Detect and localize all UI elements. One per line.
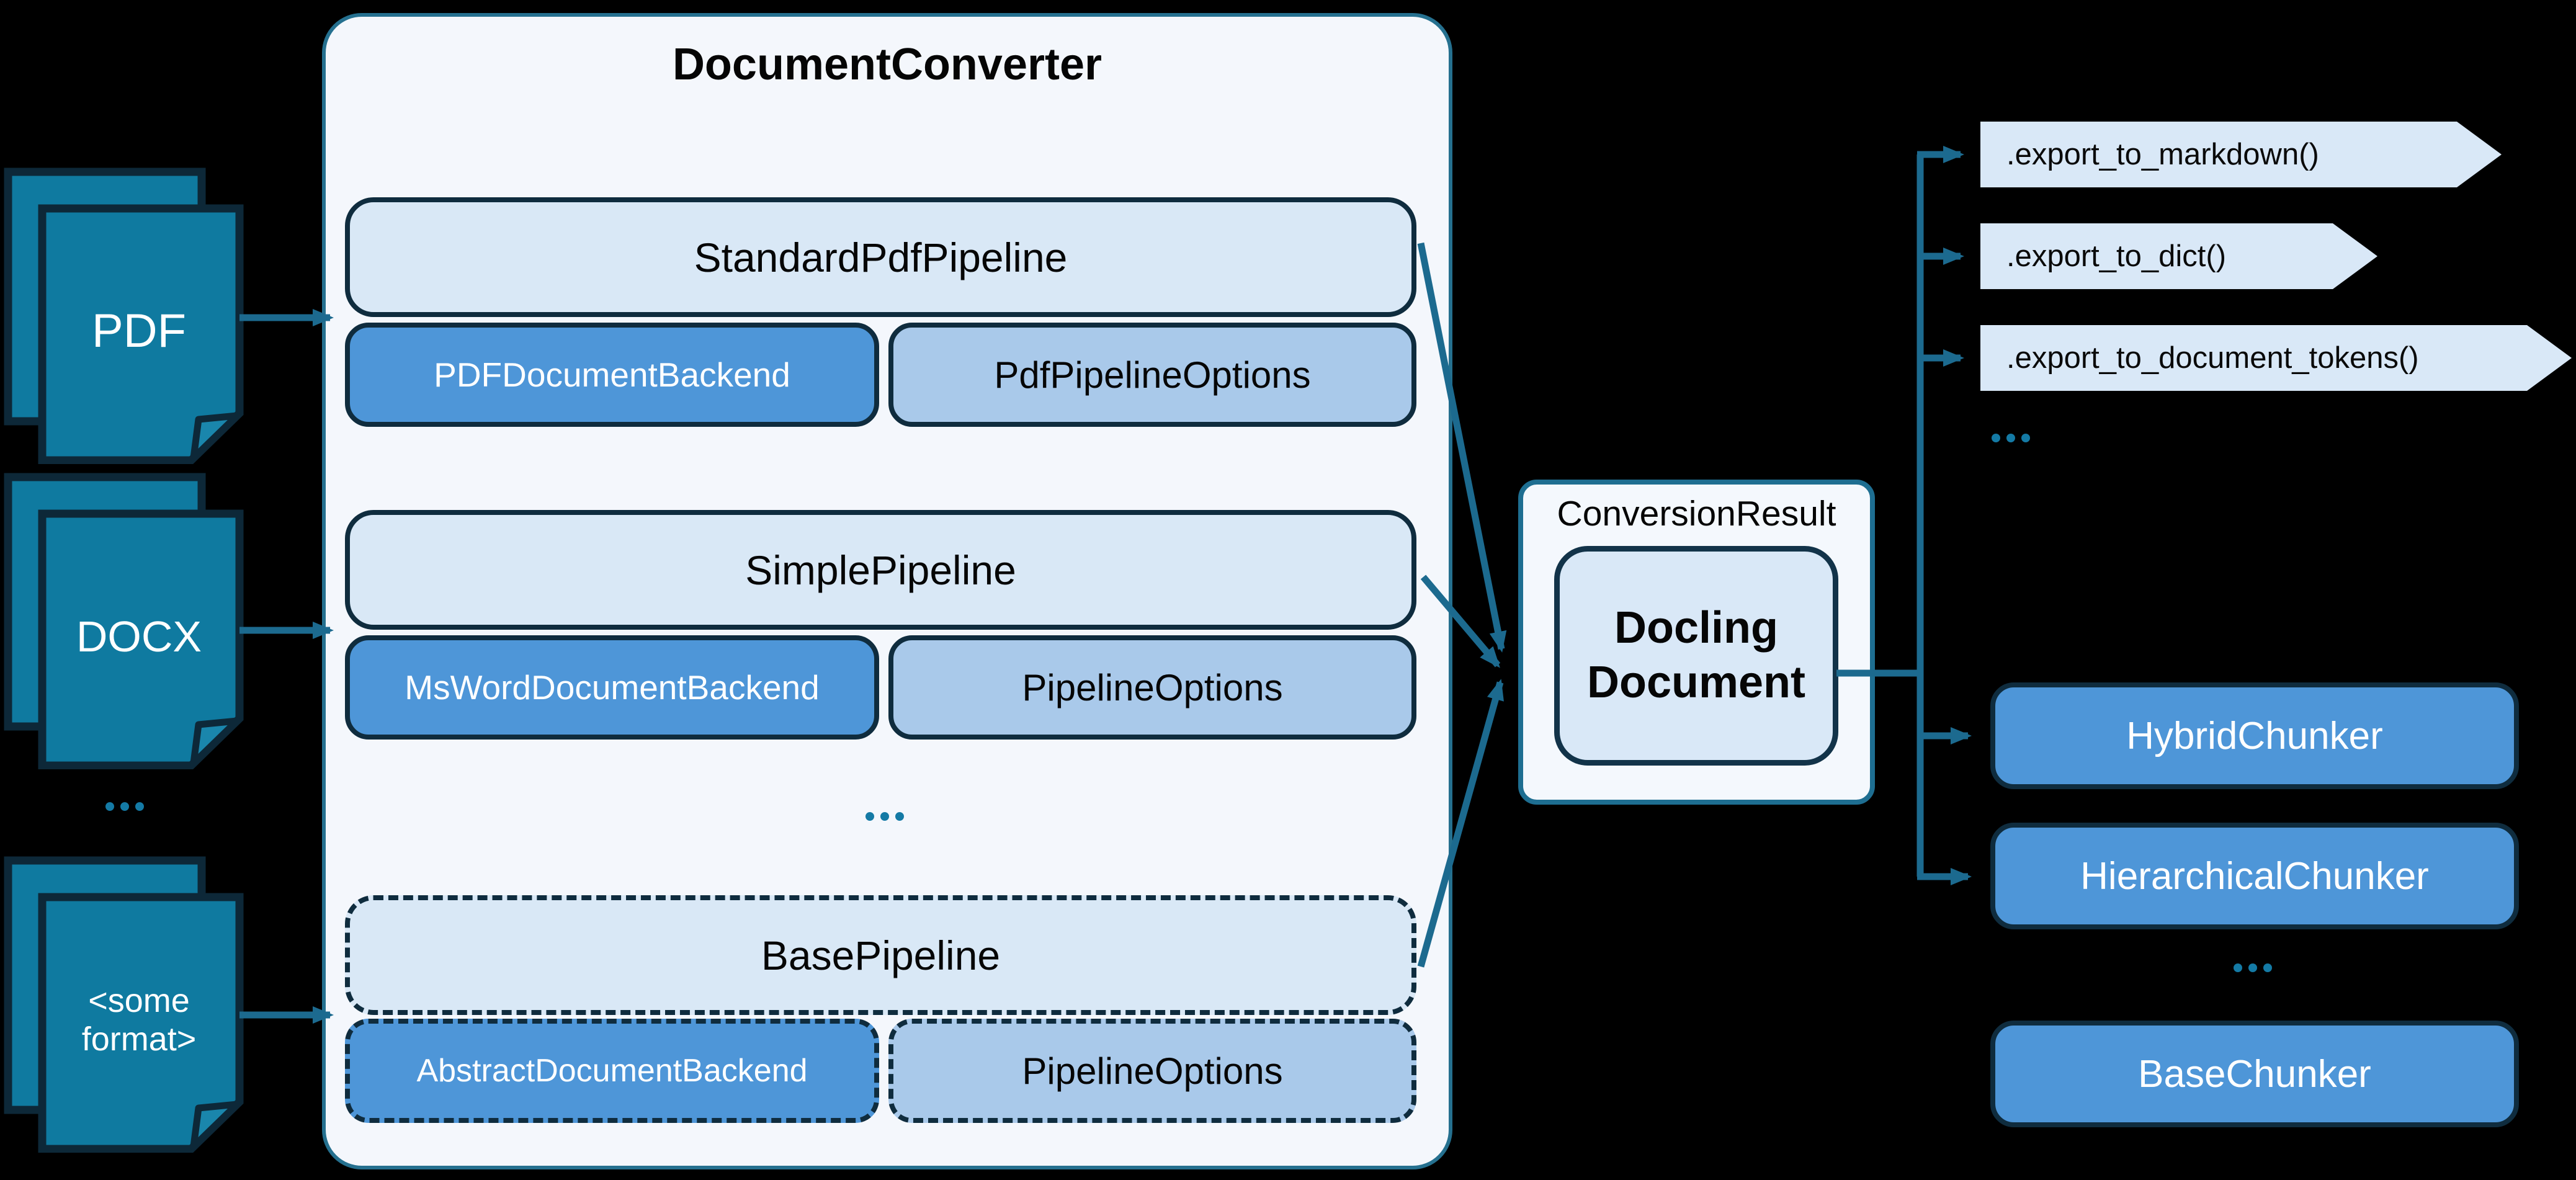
export-method-tag-markdown: .export_to_markdown() (1980, 122, 2502, 187)
dot (135, 802, 144, 811)
pipeline-box-standardpdfpipeline: StandardPdfPipeline (345, 197, 1416, 317)
dot (2234, 963, 2242, 972)
input-label-some-format: <some format> (81, 981, 197, 1058)
export-method-tag-document-tokens: .export_to_document_tokens() (1980, 325, 2572, 391)
dot (865, 812, 874, 821)
docx-documents-icon (4, 473, 244, 769)
options-box-pipelineoptions-base: PipelineOptions (888, 1019, 1416, 1123)
dot (105, 802, 114, 811)
backend-box-msworddocumentbackend: MsWordDocumentBackend (345, 635, 879, 740)
dot (2021, 434, 2030, 442)
backend-box-abstractdocumentbackend: AbstractDocumentBackend (345, 1019, 879, 1123)
some-format-documents-icon (4, 856, 244, 1153)
input-label-pdf: PDF (92, 305, 186, 358)
chunker-box-base: BaseChunker (1990, 1021, 2519, 1127)
chunker-box-hierarchical: HierarchicalChunker (1990, 823, 2519, 929)
dot (2263, 963, 2272, 972)
options-box-pipelineoptions: PipelineOptions (888, 635, 1416, 740)
dot (2006, 434, 2015, 442)
export-method-tag-dict: .export_to_dict() (1980, 223, 2377, 289)
page-fold-shape (190, 1101, 241, 1150)
conversion-result-label: ConversionResult (1557, 494, 1836, 534)
pipeline-box-simplepipeline: SimplePipeline (345, 510, 1416, 630)
dot (2248, 963, 2257, 972)
backend-box-pdfdocumentbackend: PDFDocumentBackend (345, 323, 879, 427)
input-ellipsis-dots (105, 802, 144, 811)
export-ellipsis-dots (1992, 434, 2030, 442)
pdf-documents-icon (4, 168, 244, 464)
dot (895, 812, 904, 821)
dot (880, 812, 889, 821)
dot (120, 802, 129, 811)
page-fold-shape (190, 717, 241, 767)
page-fold-shape (190, 412, 241, 462)
document-converter-title: DocumentConverter (672, 40, 1102, 89)
docling-document-box: Docling Document (1554, 546, 1838, 766)
options-box-pdfpipelineoptions: PdfPipelineOptions (888, 323, 1416, 427)
input-label-docx: DOCX (76, 612, 202, 661)
pipeline-ellipsis-dots (865, 812, 904, 821)
pipeline-box-basepipeline: BasePipeline (345, 895, 1416, 1015)
chunker-box-hybrid: HybridChunker (1990, 682, 2519, 789)
chunker-ellipsis-dots (2234, 963, 2272, 972)
dot (1992, 434, 2000, 442)
